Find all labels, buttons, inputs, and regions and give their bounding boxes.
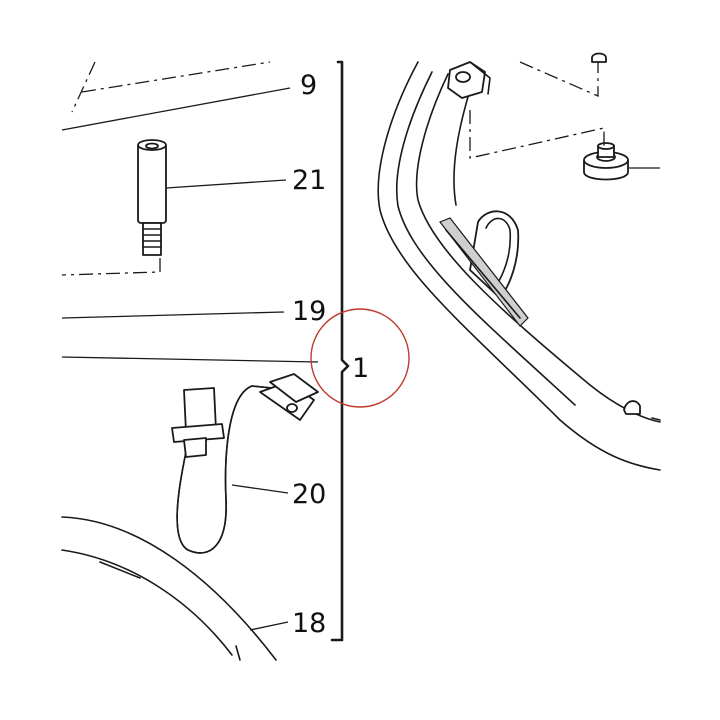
standoff-bolt-part-21 (137, 139, 167, 256)
top-right-fastener (591, 52, 607, 63)
dash-dot-line-21 (61, 258, 161, 276)
callout-part-1: 1 (352, 353, 370, 384)
dash-dot-lines-right (469, 61, 605, 159)
leader-line-18 (249, 621, 289, 631)
callout-part-19: 19 (292, 296, 327, 327)
leader-line-20 (231, 484, 289, 494)
callout-part-21: 21 (292, 165, 327, 196)
fairing-assembly-right (377, 61, 661, 471)
leader-line-21 (165, 179, 287, 189)
highlight-circle (310, 308, 410, 408)
dash-dot-lines-top-left (71, 61, 271, 113)
callout-part-20: 20 (292, 479, 327, 510)
leader-line-9 (61, 87, 291, 131)
group-bracket (330, 60, 350, 642)
wire-harness-part-20 (171, 373, 319, 554)
callout-part-9: 9 (300, 70, 318, 101)
leader-line-19 (61, 311, 285, 319)
curved-cover-part-18 (61, 516, 277, 661)
rubber-grommet (583, 142, 629, 181)
callout-part-18: 18 (292, 608, 327, 639)
leader-line-1 (61, 356, 319, 363)
